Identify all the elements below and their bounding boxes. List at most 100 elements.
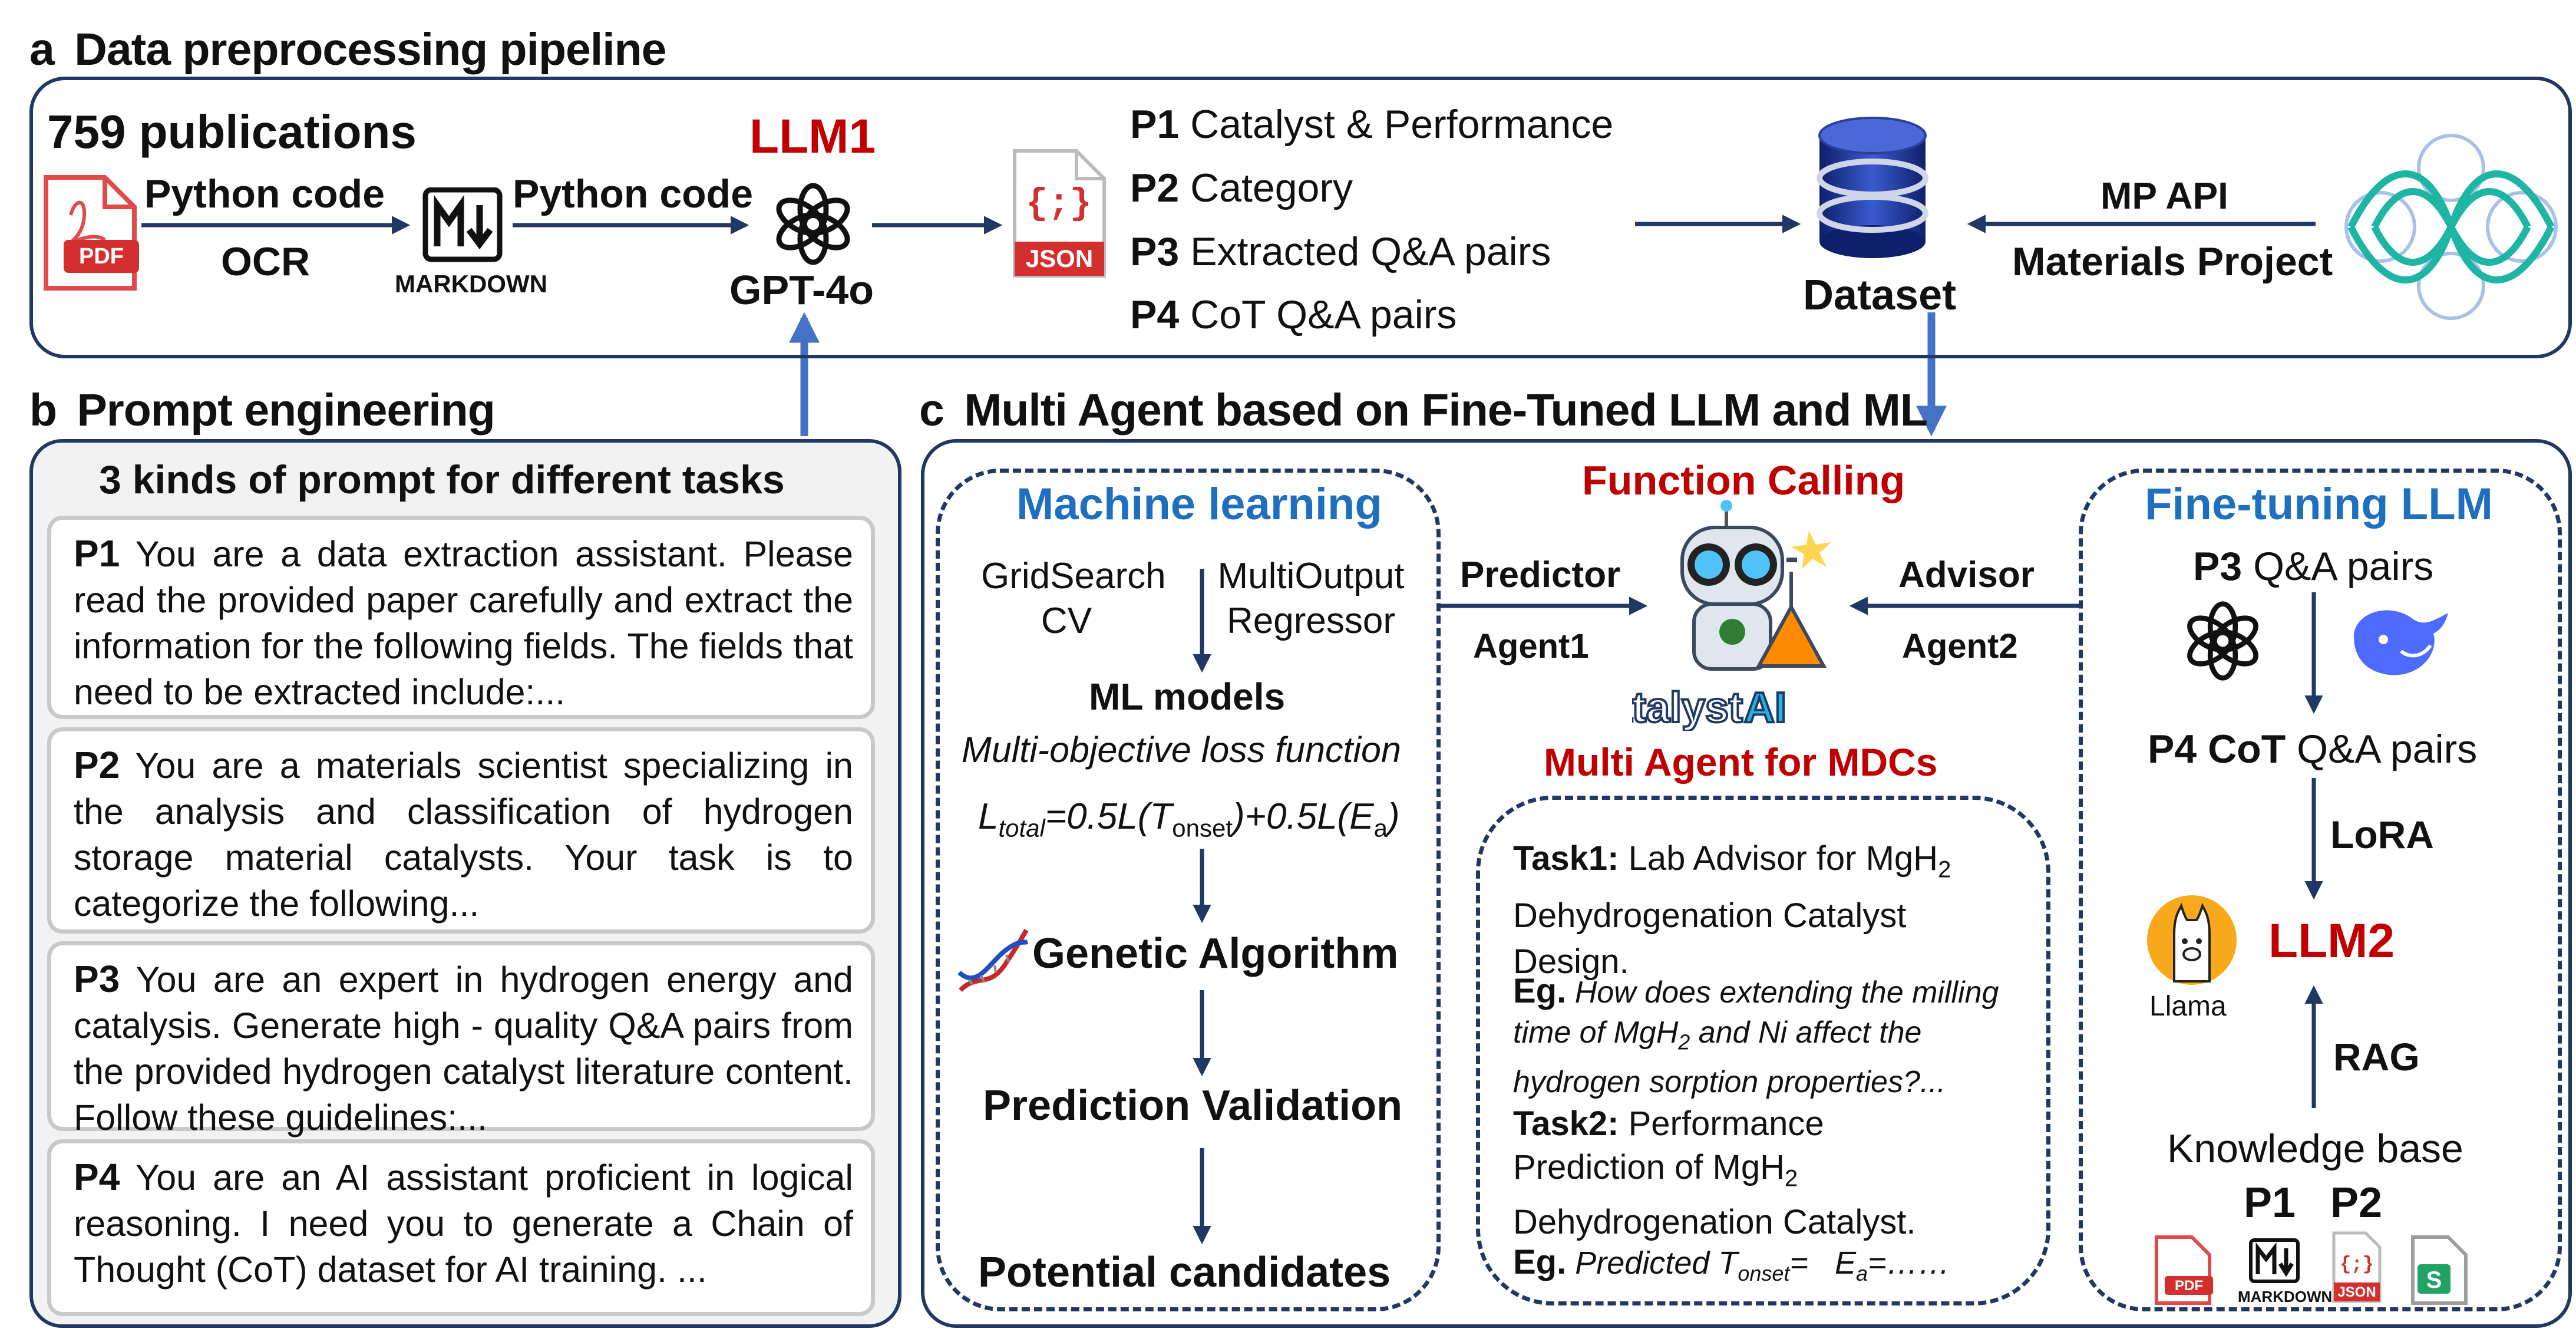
loss-formula: Ltotal=0.5L(Tonset)+0.5L(Ea): [978, 796, 1400, 842]
kb-markdown-label: MARKDOWN: [2238, 1288, 2333, 1305]
formula-sub: a: [1373, 814, 1388, 842]
pdf-icon: PDF: [40, 174, 140, 295]
prompt-key: P2: [74, 744, 120, 786]
formula-part: =0.5L(T: [1045, 796, 1173, 837]
kb-sheet-glyph: S: [2426, 1267, 2442, 1293]
formula-part: ): [1387, 796, 1400, 837]
output-key: P3: [1130, 229, 1180, 274]
materials-project-label: Materials Project: [2012, 239, 2333, 284]
llama-label: Llama: [2149, 991, 2227, 1022]
prompt-key: P1: [74, 532, 120, 575]
formula-sub: total: [998, 814, 1045, 842]
dataset-label: Dataset: [1803, 272, 1957, 319]
ml-title: Machine learning: [1016, 479, 1382, 529]
eg2-text: Predicted T: [1575, 1245, 1738, 1281]
prompt-card-p2: P2 You are a materials scientist special…: [47, 727, 875, 934]
prompt-card-p3: P3 You are an expert in hydrogen energy …: [47, 941, 875, 1138]
section-a-title: a Data preprocessing pipeline: [29, 24, 666, 76]
knowledge-base-label: Knowledge base: [2167, 1126, 2463, 1171]
catalyst-logo-text: Catalyst: [1632, 684, 1743, 731]
ft-p3-label: P3 Q&A pairs: [2193, 543, 2433, 589]
ml-box: [936, 469, 1441, 1311]
task1-label: Task1:: [1513, 839, 1619, 878]
tasks-box: [1476, 796, 2050, 1305]
section-b-title: b Prompt engineering: [29, 384, 496, 437]
ft-p4-key: P4 CoT: [2148, 727, 2286, 771]
multi-agent-panel: [921, 439, 2572, 1328]
prompt-box-title: 3 kinds of prompt for different tasks: [99, 457, 785, 502]
publications-count: 759 publications: [47, 105, 417, 158]
json-glyph: {;}: [1026, 183, 1092, 225]
output-key: P2: [1130, 166, 1180, 210]
prompt-text: You are a materials scientist specializi…: [74, 746, 853, 924]
python-code-label-1: Python code: [144, 172, 385, 216]
task2-sub: 2: [1784, 1165, 1798, 1192]
predictor-label: Predictor: [1460, 555, 1621, 595]
deepseek-whale-icon: [2348, 595, 2460, 687]
eg1-text: and Ni affect the: [1690, 1016, 1922, 1050]
json-icon: {;} JSON: [1009, 147, 1109, 283]
output-p2: P2 Category: [1130, 165, 1353, 211]
eg2-label: Eg.: [1513, 1243, 1567, 1281]
formula-part: L: [978, 796, 999, 837]
task2-label: Task2:: [1513, 1104, 1619, 1143]
kb-pdf-label: PDF: [2175, 1278, 2203, 1294]
openai-icon: [769, 180, 857, 271]
multioutput-line-1: MultiOutput: [1217, 556, 1405, 596]
pdf-icon-label: PDF: [79, 244, 124, 269]
eg1-text: How does extending the milling: [1574, 975, 1999, 1010]
prompt-card-p1: P1 You are a data extraction assistant. …: [47, 516, 875, 719]
eg1-sub: 2: [1678, 1030, 1690, 1054]
task1-block: Task1: Lab Advisor for MgH2 Dehydrogenat…: [1513, 836, 1951, 985]
ft-p3-text: Q&A pairs: [2242, 544, 2434, 589]
prompt-card-p4: P4 You are an AI assistant proficient in…: [47, 1139, 875, 1316]
ml-models-label: ML models: [1089, 675, 1286, 718]
section-letter: c: [919, 385, 944, 436]
kb-p1-label: P1: [2244, 1179, 2296, 1227]
multioutput-regressor: MultiOutput Regressor: [1211, 554, 1411, 644]
kb-markdown-icon: [2245, 1238, 2304, 1288]
section-title-text: Multi Agent based on Fine-Tuned LLM and …: [964, 385, 1928, 436]
llama-icon: [2145, 893, 2239, 990]
llm2-label: LLM2: [2268, 914, 2395, 968]
potential-candidates-label: Potential candidates: [978, 1249, 1391, 1296]
rag-label: RAG: [2333, 1035, 2420, 1079]
ft-p3-key: P3: [2193, 544, 2243, 589]
formula-part: )+0.5L(E: [1233, 796, 1374, 837]
gridsearch-line-2: CV: [1041, 601, 1092, 641]
output-text: Catalyst & Performance: [1190, 102, 1614, 147]
task1-text: Design.: [1513, 942, 1629, 981]
eg1-text: hydrogen sorption properties?...: [1513, 1065, 1946, 1100]
prompt-key: P3: [74, 958, 120, 1000]
ft-p4-label: P4 CoT Q&A pairs: [2148, 726, 2477, 772]
ai-logo-text: AI: [1744, 684, 1786, 731]
prompt-text: You are a data extraction assistant. Ple…: [74, 534, 853, 712]
section-title-text: Prompt engineering: [77, 385, 495, 436]
output-key: P1: [1130, 102, 1180, 147]
kb-p2-label: P2: [2330, 1179, 2383, 1227]
task2-text: Performance: [1628, 1104, 1824, 1143]
materials-project-logo: [2339, 133, 2563, 324]
openai-icon-small: [2180, 598, 2265, 687]
task2-text: Dehydrogenation Catalyst.: [1513, 1202, 1916, 1241]
output-p1: P1 Catalyst & Performance: [1130, 101, 1613, 147]
llm1-label: LLM1: [749, 110, 876, 163]
catalystai-robot-logo: Catalyst AI: [1577, 495, 1868, 734]
eg2-text: =……: [1868, 1245, 1950, 1281]
finetune-title: Fine-tuning LLM: [2145, 479, 2493, 529]
kb-json-label: JSON: [2337, 1284, 2376, 1300]
task2-text: Prediction of MgH: [1513, 1148, 1785, 1186]
lora-label: LoRA: [2330, 813, 2434, 856]
dna-icon: [955, 925, 1031, 999]
eg2-sub: onset: [1738, 1261, 1790, 1285]
pipeline-panel: [29, 77, 2572, 358]
section-title-text: Data preprocessing pipeline: [74, 24, 666, 75]
prompt-text: You are an expert in hydrogen energy and…: [74, 960, 853, 1138]
python-code-label-2: Python code: [513, 172, 754, 216]
task2-block: Task2: Performance Prediction of MgH2 De…: [1513, 1102, 1916, 1244]
agent1-label: Agent1: [1473, 627, 1589, 665]
ocr-label: OCR: [221, 239, 311, 284]
mp-api-label: MP API: [2101, 174, 2228, 217]
output-p3: P3 Extracted Q&A pairs: [1130, 229, 1551, 275]
